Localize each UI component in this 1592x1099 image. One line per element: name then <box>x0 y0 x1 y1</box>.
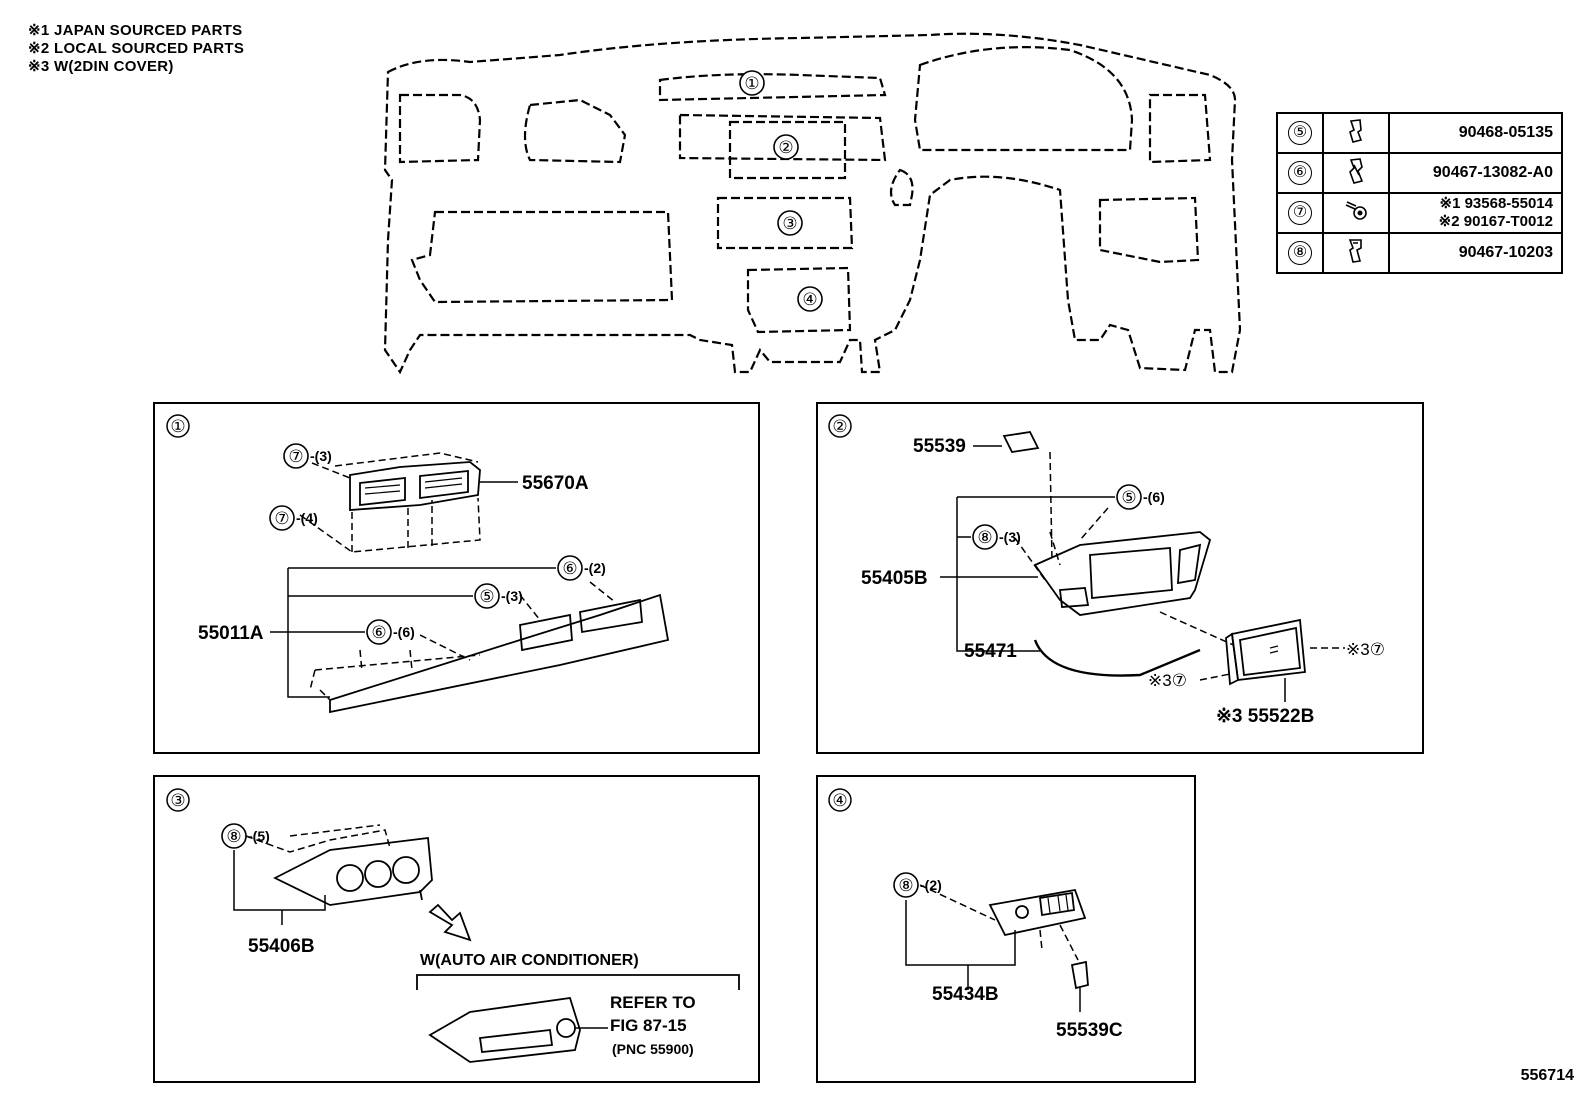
part-drawing-auto-ac-panel <box>428 997 581 1063</box>
callout-7-a: ※3⑦ <box>1346 640 1385 659</box>
fastener-parts-table: ⑤ 90468-05135 ⑥ 90467-13082-A0 ⑦ ※1 9356… <box>1276 112 1563 274</box>
part-drawing-vent <box>349 461 481 511</box>
note-2din: ※3 W(2DIN COVER) <box>28 58 174 75</box>
figure-id: 556714 <box>1520 1067 1574 1084</box>
panel-1-leaders-dashed <box>299 452 481 553</box>
part-label-55471: 55471 <box>964 641 1017 662</box>
callout-8: ⑧ <box>226 827 241 846</box>
part-number: 90467-10203 <box>1388 232 1563 274</box>
panel-4: ④ ⑧ -(2) 55434B 55539C <box>828 788 1123 1041</box>
clip-icon <box>1348 238 1362 263</box>
callout-7-a-qty: -(3) <box>310 448 332 464</box>
callout-6-a-qty: -(2) <box>584 560 606 576</box>
overview-zone-markers: ① ② ③ ④ <box>739 70 823 312</box>
table-row: ⑧ 90467-10203 <box>1276 232 1563 274</box>
callout-8: ⑧ <box>977 528 992 547</box>
panel-1: ① ⑦ -(3) ⑦ -(4) 55670A <box>166 414 670 714</box>
zone-1-label: ① <box>744 74 759 93</box>
zone-3-label: ③ <box>782 214 797 233</box>
table-row: ⑥ 90467-13082-A0 <box>1276 152 1563 194</box>
panel-3-frame <box>153 775 760 1083</box>
part-drawing-seal <box>1033 639 1201 677</box>
clip-icon <box>1349 118 1363 143</box>
callout-5-qty: -(3) <box>501 588 523 604</box>
part-drawing-bezel <box>1033 531 1212 616</box>
panel-1-frame <box>153 402 760 754</box>
callout-8-qty: -(3) <box>999 529 1021 545</box>
clip-icon <box>1349 157 1364 184</box>
note-japan: ※1 JAPAN SOURCED PARTS <box>28 22 243 39</box>
ref-number: ⑤ <box>1288 121 1312 145</box>
ref-number: ⑧ <box>1288 241 1312 265</box>
panel-2-leaders-dashed <box>1014 507 1345 681</box>
panel-1-trim-clips <box>309 581 616 701</box>
part-drawing-climate-panel <box>272 836 433 906</box>
panel-3-ref: ③ <box>170 791 185 810</box>
panel-4-leaders-dashed <box>919 884 1079 961</box>
callout-5: ⑤ <box>479 587 494 606</box>
part-number-japan: ※1 93568-55014 <box>1439 195 1554 212</box>
note-local: ※2 LOCAL SOURCED PARTS <box>28 40 245 57</box>
callout-7-a: ⑦ <box>288 447 303 466</box>
screw-icon <box>1345 200 1367 220</box>
option-label-auto-ac: W(AUTO AIR CONDITIONER) <box>420 952 639 969</box>
panel-4-ref: ④ <box>832 791 847 810</box>
refer-line-2: FIG 87-15 <box>610 1016 687 1035</box>
panel-4-frame <box>816 775 1196 1083</box>
part-label-55670A: 55670A <box>522 473 589 494</box>
callout-7-b: ⑦ <box>274 509 289 528</box>
callout-7-b: ※3⑦ <box>1148 671 1187 690</box>
dashboard-overview <box>383 32 1242 375</box>
callout-6-b: ⑥ <box>371 623 386 642</box>
refer-line-3: (PNC 55900) <box>612 1041 694 1057</box>
part-label-55522B: ※3 55522B <box>1216 706 1314 727</box>
ref-number: ⑦ <box>1288 201 1312 225</box>
refer-line-1: REFER TO <box>610 993 696 1012</box>
part-drawing-trim-panel <box>329 593 670 714</box>
part-number: 90468-05135 <box>1388 112 1563 154</box>
panel-2-frame <box>816 402 1424 754</box>
part-label-55011A: 55011A <box>198 623 264 644</box>
callout-5-qty: -(6) <box>1143 489 1165 505</box>
callout-5: ⑤ <box>1121 488 1136 507</box>
panel-2-ref: ② <box>832 417 847 436</box>
panel-3-leaders-dashed <box>245 824 391 853</box>
panel-1-ref: ① <box>170 417 185 436</box>
part-label-55539C: 55539C <box>1056 1020 1123 1041</box>
part-label-55434B: 55434B <box>932 984 999 1005</box>
table-row: ⑦ ※1 93568-55014 ※2 90167-T0012 <box>1276 192 1563 234</box>
ref-number: ⑥ <box>1288 161 1312 185</box>
part-drawing-small-switch <box>1070 960 1089 990</box>
legend-notes: ※1 JAPAN SOURCED PARTS ※2 LOCAL SOURCED … <box>28 22 244 76</box>
callout-8-qty: -(2) <box>920 877 942 893</box>
callout-8: ⑧ <box>898 876 913 895</box>
view-arrow-icon <box>428 903 472 942</box>
table-row: ⑤ 90468-05135 <box>1276 112 1563 154</box>
part-label-55406B: 55406B <box>248 936 315 957</box>
part-label-55539: 55539 <box>913 436 966 457</box>
part-number: 90467-13082-A0 <box>1388 152 1563 194</box>
callout-6-a: ⑥ <box>562 559 577 578</box>
part-label-55405B: 55405B <box>861 568 928 589</box>
callout-8-qty: -(5) <box>248 828 270 844</box>
panel-3: ③ ⑧ -(5) 55406B W(AUTO AIR CONDITIONER) … <box>166 788 740 1063</box>
part-drawing-switch-cap <box>1002 431 1040 453</box>
callout-6-b-qty: -(6) <box>393 624 415 640</box>
zone-2-label: ② <box>778 138 793 157</box>
callout-7-b-qty: -(4) <box>296 510 318 526</box>
part-number-local: ※2 90167-T0012 <box>1438 213 1553 230</box>
zone-4-label: ④ <box>802 290 817 309</box>
part-drawing-switch-panel <box>988 888 1087 937</box>
panel-2: ② 55539 ⑤ -(6) ⑧ -(3) 55405B 554 <box>828 414 1385 727</box>
part-drawing-2din-cover <box>1225 618 1306 686</box>
